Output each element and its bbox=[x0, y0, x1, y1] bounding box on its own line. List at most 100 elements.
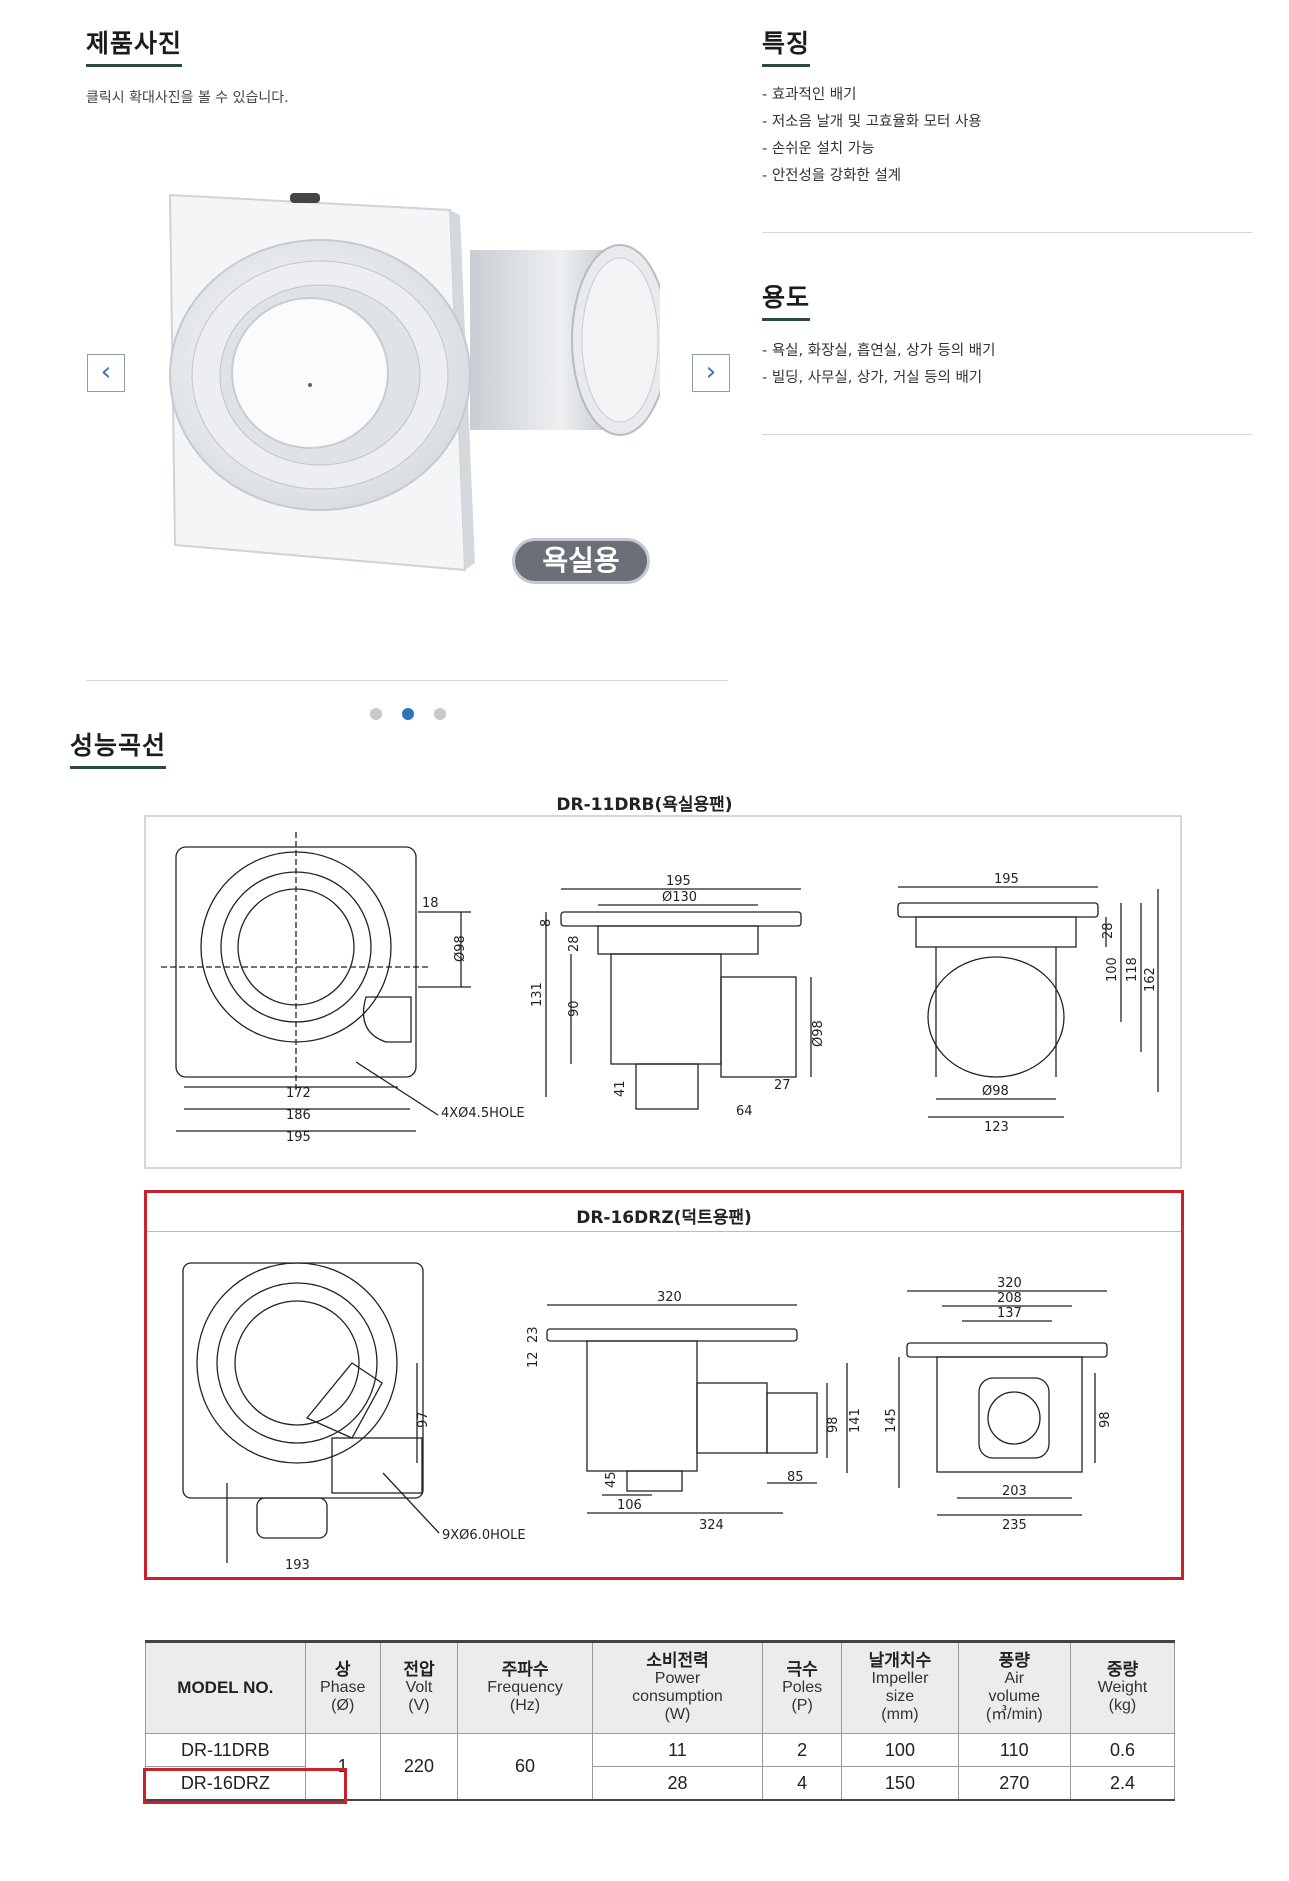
dim-side-195: 195 bbox=[666, 874, 691, 889]
table-row: DR-11DRB 1 220 60 11 2 100 110 0.6 bbox=[145, 1733, 1176, 1801]
feature-item: - 효과적인 배기 bbox=[762, 87, 857, 103]
dim-side-28: 28 bbox=[567, 935, 582, 952]
dim-side-64: 64 bbox=[736, 1104, 753, 1119]
cell-phase: 1 bbox=[304, 1733, 381, 1801]
dim2-side-141: 141 bbox=[848, 1408, 863, 1433]
dim-side-27: 27 bbox=[774, 1078, 791, 1093]
slide-dot-2[interactable] bbox=[402, 708, 414, 720]
dim2-rear-235: 235 bbox=[1002, 1518, 1027, 1533]
dim-rear-118: 118 bbox=[1125, 957, 1140, 982]
dim-side-dia98: Ø98 bbox=[811, 1020, 826, 1047]
feature-item: - 안전성을 강화한 설계 bbox=[762, 168, 902, 184]
dim-side-90: 90 bbox=[567, 1000, 582, 1017]
dim-front-98: Ø98 bbox=[453, 935, 468, 962]
dim-front-18: 18 bbox=[422, 896, 439, 911]
bathroom-badge: 욕실용 bbox=[512, 538, 650, 584]
cell-power: 28 bbox=[592, 1766, 763, 1801]
drawing2-title: DR-16DRZ(덕트용팬) bbox=[576, 1208, 752, 1228]
drawing2-panel: DR-16DRZ(덕트용팬) 97 193 9XØ6.0HOLE 320 23 … bbox=[144, 1190, 1184, 1580]
dim2-side-12: 12 bbox=[526, 1351, 541, 1368]
drawing1-svg: 172 186 195 18 Ø98 4XØ4.5HOLE 195 Ø130 8… bbox=[161, 832, 1159, 1145]
dim-side-130: Ø130 bbox=[662, 890, 697, 905]
drawing2-title-divider bbox=[147, 1231, 1181, 1232]
dim2-rear-320: 320 bbox=[997, 1276, 1022, 1291]
features-title: 특징 bbox=[762, 24, 811, 67]
product-image[interactable] bbox=[140, 175, 669, 595]
dim-front-172: 172 bbox=[286, 1086, 311, 1101]
drawing1-title: DR-11DRB(욕실용팬) bbox=[556, 795, 733, 815]
usage-list: - 욕실, 화장실, 흡연실, 상가 등의 배기 - 빌딩, 사무실, 상가, … bbox=[762, 338, 995, 392]
features-divider bbox=[762, 232, 1252, 233]
next-slide-button[interactable]: › bbox=[692, 354, 730, 392]
dim2-side-85: 85 bbox=[787, 1470, 804, 1485]
dim-rear-195: 195 bbox=[994, 872, 1019, 887]
cell-weight: 0.6 bbox=[1069, 1733, 1176, 1767]
photo-section-title: 제품사진 bbox=[86, 24, 183, 67]
cell-weight: 2.4 bbox=[1069, 1766, 1176, 1801]
cell-model: DR-16DRZ bbox=[145, 1766, 306, 1801]
th-model: MODEL NO. bbox=[145, 1641, 306, 1734]
usage-title: 용도 bbox=[762, 278, 811, 321]
usage-item: - 욕실, 화장실, 흡연실, 상가 등의 배기 bbox=[762, 343, 996, 359]
cell-poles: 4 bbox=[761, 1766, 843, 1801]
cell-air: 110 bbox=[957, 1733, 1071, 1767]
cell-air: 270 bbox=[957, 1766, 1071, 1801]
usage-divider bbox=[762, 434, 1252, 435]
dim2-side-106: 106 bbox=[617, 1498, 642, 1513]
dim2-side-320: 320 bbox=[657, 1290, 682, 1305]
dim-rear-162: 162 bbox=[1143, 967, 1158, 992]
usage-item: - 빌딩, 사무실, 상가, 거실 등의 배기 bbox=[762, 370, 983, 386]
dim2-front-193: 193 bbox=[285, 1558, 310, 1573]
dim-front-hole: 4XØ4.5HOLE bbox=[441, 1106, 525, 1121]
cell-frequency: 60 bbox=[457, 1733, 593, 1801]
dim2-side-23: 23 bbox=[526, 1326, 541, 1343]
cell-power: 11 bbox=[592, 1733, 763, 1767]
cell-impeller: 100 bbox=[841, 1733, 959, 1767]
prev-slide-button[interactable]: ‹ bbox=[87, 354, 125, 392]
table-row: DR-16DRZ 28 4 150 270 2.4 bbox=[145, 1766, 1176, 1801]
dim-rear-28: 28 bbox=[1101, 922, 1116, 939]
dim-rear-100: 100 bbox=[1105, 957, 1120, 982]
dim-front-195: 195 bbox=[286, 1130, 311, 1145]
dim2-side-98: 98 bbox=[826, 1416, 841, 1433]
cell-model: DR-11DRB bbox=[145, 1733, 306, 1767]
cell-poles: 2 bbox=[761, 1733, 843, 1767]
dim-rear-dia98: Ø98 bbox=[982, 1084, 1009, 1099]
feature-item: - 저소음 날개 및 고효율화 모터 사용 bbox=[762, 114, 982, 130]
chevron-right-icon: › bbox=[705, 357, 717, 387]
dim2-rear-203: 203 bbox=[1002, 1484, 1027, 1499]
slide-dot-1[interactable] bbox=[370, 708, 382, 720]
dim-rear-123: 123 bbox=[984, 1120, 1009, 1135]
dim2-side-45: 45 bbox=[604, 1471, 619, 1488]
dim-side-41: 41 bbox=[613, 1080, 628, 1097]
cell-volt: 220 bbox=[379, 1733, 459, 1801]
dim-side-131: 131 bbox=[530, 982, 545, 1007]
photo-hint: 클릭시 확대사진을 볼 수 있습니다. bbox=[86, 90, 289, 106]
slide-dot-3[interactable] bbox=[434, 708, 446, 720]
feature-item: - 손쉬운 설치 가능 bbox=[762, 141, 875, 157]
chevron-left-icon: ‹ bbox=[100, 357, 112, 387]
dim2-front-97: 97 bbox=[416, 1411, 431, 1428]
fan-illustration bbox=[168, 193, 669, 572]
drawing2-svg: 97 193 9XØ6.0HOLE 320 23 12 45 98 141 85… bbox=[182, 1262, 1113, 1573]
dim2-rear-98: 98 bbox=[1098, 1411, 1113, 1428]
dim2-rear-208: 208 bbox=[997, 1291, 1022, 1306]
dim2-rear-145: 145 bbox=[884, 1408, 899, 1433]
dim-front-186: 186 bbox=[286, 1108, 311, 1123]
dim2-front-hole: 9XØ6.0HOLE bbox=[442, 1528, 526, 1543]
model-highlight-box bbox=[143, 1768, 347, 1804]
cell-impeller: 150 bbox=[841, 1766, 959, 1801]
dim2-rear-137: 137 bbox=[997, 1306, 1022, 1321]
dim-side-8: 8 bbox=[539, 919, 554, 927]
dim2-side-324: 324 bbox=[699, 1518, 724, 1533]
photo-divider bbox=[86, 680, 728, 681]
